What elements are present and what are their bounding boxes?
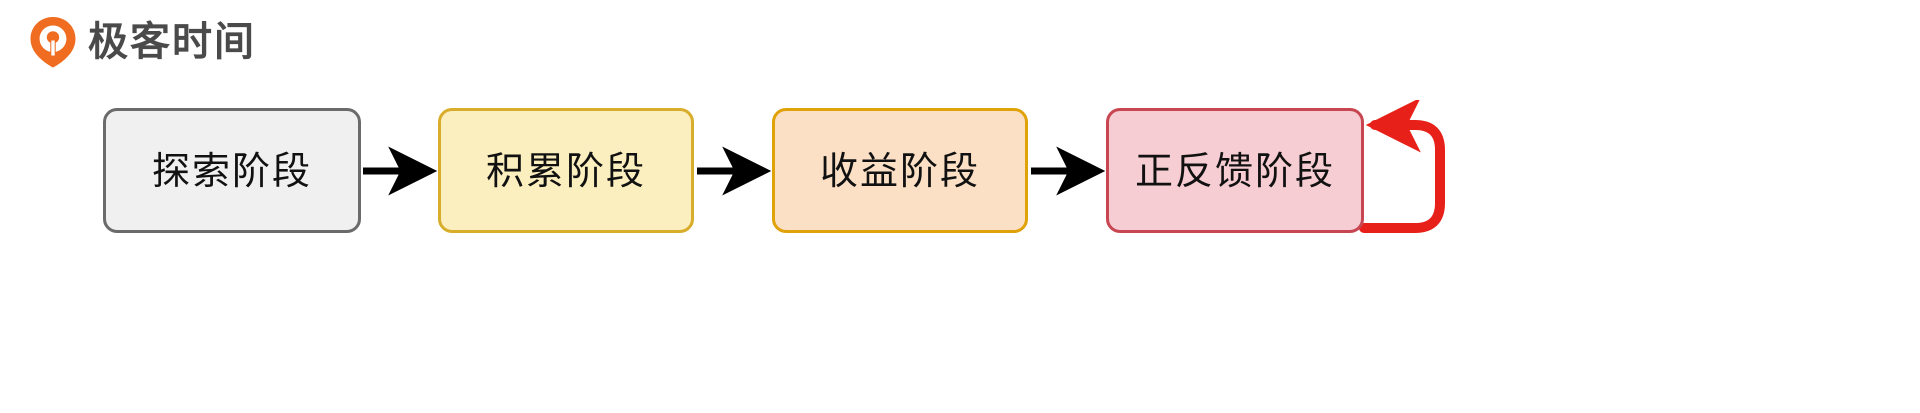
edge-positive-feedback-self-loop [1359, 100, 1445, 233]
flow-node-label: 正反馈阶段 [1134, 148, 1335, 193]
flow-node-revenue[interactable]: 收益阶段 [772, 108, 1028, 233]
flow-node-label: 探索阶段 [151, 148, 312, 193]
brand-name: 极客时间 [88, 19, 256, 65]
flow-node-label: 收益阶段 [819, 148, 980, 193]
flow-node-accumulate[interactable]: 积累阶段 [438, 108, 694, 233]
flow-node-explore[interactable]: 探索阶段 [103, 108, 361, 233]
geekbang-circle-arrow-logo-icon [30, 17, 76, 68]
flow-node-label: 积累阶段 [485, 148, 646, 193]
stage-flow-diagram: 探索阶段 积累阶段 收益阶段 正反馈阶段 [0, 100, 1920, 250]
flow-node-positive-feedback[interactable]: 正反馈阶段 [1106, 108, 1364, 233]
brand-logo: 极客时间 [30, 14, 256, 70]
